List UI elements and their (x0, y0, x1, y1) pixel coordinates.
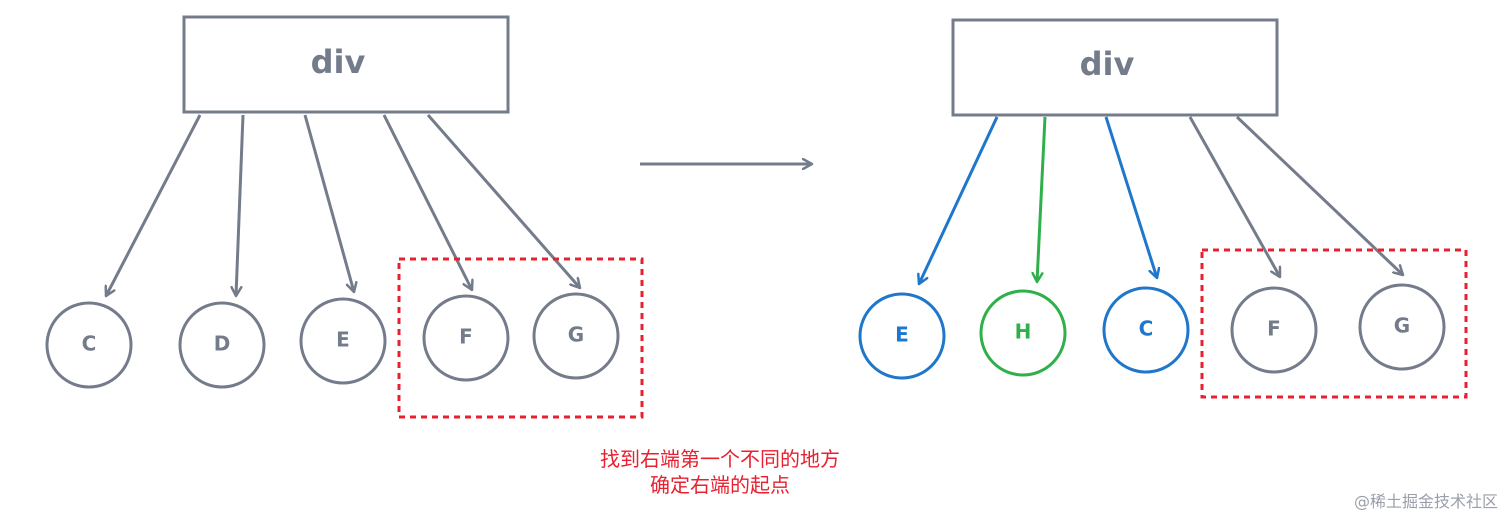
left-node-d: D (178, 301, 266, 389)
left-root-label: div (311, 43, 366, 81)
caption: 找到右端第一个不同的地方 确定右端的起点 (520, 446, 920, 498)
left-node-c-label: C (82, 332, 97, 356)
left-edge-d (236, 114, 245, 296)
left-edge-f (382, 114, 472, 290)
right-node-f: F (1230, 286, 1318, 374)
right-edge-f (1188, 116, 1282, 277)
right-node-g: G (1358, 283, 1446, 371)
right-edge-h (1037, 116, 1047, 282)
right-node-g-label: G (1394, 314, 1410, 338)
left-tree: div C D E F G (45, 15, 644, 419)
right-node-h-label: H (1015, 320, 1032, 344)
right-node-e: E (858, 292, 946, 380)
right-node-c: C (1102, 286, 1190, 374)
right-node-e-label: E (895, 323, 909, 347)
left-edge-c (106, 114, 202, 296)
right-node-h: H (979, 289, 1067, 377)
right-edge-e (919, 116, 999, 284)
right-edge-c (1104, 116, 1157, 278)
left-node-f: F (422, 294, 510, 382)
left-edge-e (303, 114, 354, 292)
right-edge-g (1235, 115, 1403, 275)
left-node-g-label: G (568, 323, 584, 347)
left-node-g: G (532, 292, 620, 380)
left-node-d-label: D (214, 332, 231, 356)
left-highlight-box (397, 257, 644, 419)
left-node-c: C (45, 301, 133, 389)
caption-line-2: 确定右端的起点 (650, 473, 790, 497)
right-highlight-box (1200, 248, 1468, 399)
left-root-box (182, 15, 510, 114)
watermark: @稀土掘金技术社区 (1353, 492, 1498, 511)
right-node-f-label: F (1267, 317, 1281, 341)
right-node-c-label: C (1139, 317, 1154, 341)
left-node-e: E (299, 297, 387, 385)
left-node-e-label: E (336, 328, 350, 352)
right-root-label: div (1080, 45, 1135, 83)
right-tree: div E H C F G (858, 18, 1468, 399)
left-edge-g (426, 114, 580, 288)
right-root-box (951, 18, 1279, 117)
left-node-f-label: F (459, 325, 473, 349)
caption-line-1: 找到右端第一个不同的地方 (600, 447, 840, 471)
